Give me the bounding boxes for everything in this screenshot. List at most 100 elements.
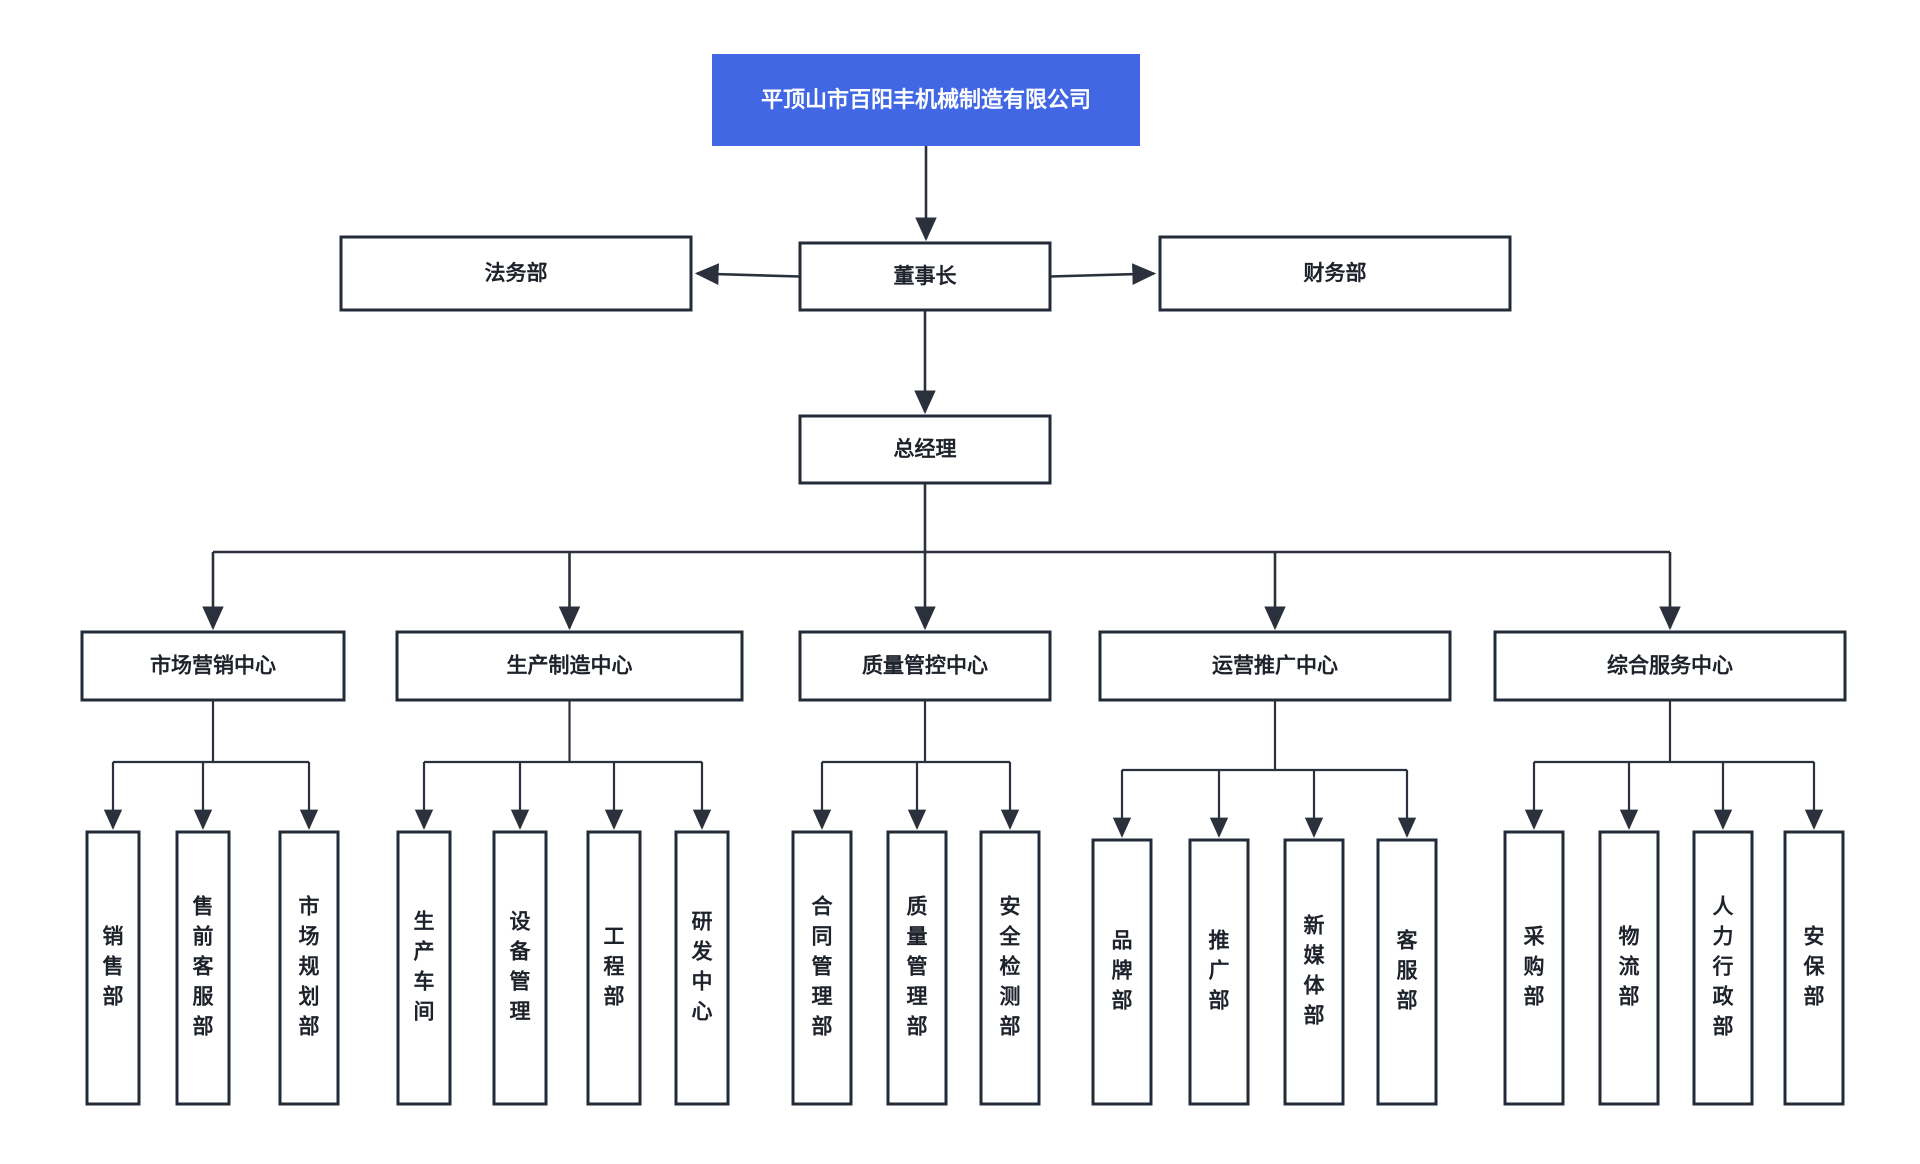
presales-service-dept-label-char: 服 (193, 986, 215, 1009)
quality-control-center-box (798, 630, 1052, 702)
node-engineering-dept[interactable]: 工程部 (586, 830, 642, 1106)
production-workshop-label-char: 生 (414, 910, 435, 934)
safety-inspection-dept-label-char: 检 (1000, 955, 1021, 979)
new-media-dept-label-char: 部 (1304, 1004, 1325, 1028)
market-planning-dept-label-char: 市 (299, 895, 320, 919)
company-box (712, 54, 1140, 146)
new-media-dept-label-char: 体 (1304, 975, 1326, 998)
sales-dept-label-char: 售 (103, 955, 124, 979)
promotion-dept-label-char: 推 (1209, 930, 1230, 953)
equipment-management-box (492, 830, 548, 1106)
security-dept-label-char: 部 (1804, 985, 1825, 1009)
contract-management-dept-label-char: 同 (812, 926, 833, 949)
quality-management-dept-label-char: 部 (907, 1015, 928, 1039)
node-finance-dept[interactable]: 财务部 (1158, 235, 1512, 312)
node-legal-dept[interactable]: 法务部 (339, 235, 693, 312)
logistics-dept-label-char: 流 (1619, 955, 1640, 979)
company-label: 平顶山市百阳丰机械制造有限公司 (761, 87, 1091, 112)
equipment-management-label-char: 备 (509, 940, 532, 964)
safety-inspection-dept-label-char: 部 (1000, 1015, 1021, 1039)
general-manager-box (798, 414, 1052, 485)
promotion-dept-label-char: 部 (1209, 989, 1230, 1013)
equipment-management-label-char: 设 (510, 911, 531, 934)
new-media-dept-label-char: 新 (1304, 914, 1325, 938)
node-logistics-dept[interactable]: 物流部 (1598, 830, 1660, 1106)
security-dept-label-char: 安 (1804, 925, 1825, 949)
procurement-dept-label-char: 采 (1524, 926, 1545, 949)
market-planning-dept-label-char: 规 (299, 956, 320, 979)
safety-inspection-dept-label-char: 全 (999, 925, 1022, 949)
chairman-box (798, 241, 1052, 312)
finance-dept-label: 财务部 (1304, 261, 1367, 285)
security-dept-label-char: 保 (1803, 956, 1826, 979)
node-customer-service-dept[interactable]: 客服部 (1376, 838, 1438, 1106)
node-manufacturing-center[interactable]: 生产制造中心 (395, 630, 744, 702)
node-operations-promotion-center[interactable]: 运营推广中心 (1098, 630, 1452, 702)
contract-management-dept-label-char: 理 (812, 986, 833, 1009)
quality-management-dept-label-char: 量 (907, 926, 928, 949)
hr-admin-dept-label-char: 力 (1713, 926, 1734, 949)
rnd-center-label-char: 中 (692, 971, 713, 994)
rnd-center-label-char: 研 (692, 911, 713, 934)
safety-inspection-dept-label-char: 安 (1000, 895, 1021, 919)
hr-admin-dept-label-char: 行 (1712, 955, 1734, 979)
operations-promotion-center-box (1098, 630, 1452, 702)
legal-dept-box (339, 235, 693, 312)
node-marketing-center[interactable]: 市场营销中心 (80, 630, 346, 702)
procurement-dept-label-char: 购 (1524, 955, 1545, 979)
production-workshop-box (396, 830, 452, 1106)
node-general-service-center[interactable]: 综合服务中心 (1493, 630, 1847, 702)
production-workshop-label-char: 产 (414, 940, 435, 964)
sales-dept-box (85, 830, 141, 1106)
customer-service-dept-box (1376, 838, 1438, 1106)
production-workshop-label-char: 车 (414, 970, 435, 994)
edge-chairman-to-legal (694, 263, 801, 285)
node-promotion-dept[interactable]: 推广部 (1188, 838, 1250, 1106)
node-general-manager[interactable]: 总经理 (798, 414, 1052, 485)
engineering-dept-box (586, 830, 642, 1106)
root-company-box[interactable]: 平顶山市百阳丰机械制造有限公司 (712, 54, 1140, 146)
logistics-dept-label-char: 部 (1619, 985, 1640, 1009)
operations-promotion-center-label: 运营推广中心 (1212, 654, 1338, 678)
node-brand-dept[interactable]: 品牌部 (1091, 838, 1153, 1106)
node-chairman[interactable]: 董事长 (798, 241, 1052, 312)
node-procurement-dept[interactable]: 采购部 (1503, 830, 1565, 1106)
contract-management-dept-box (791, 830, 853, 1106)
brand-dept-label-char: 品 (1112, 930, 1133, 953)
quality-management-dept-box (886, 830, 948, 1106)
general-manager-label: 总经理 (894, 437, 957, 461)
engineering-dept-label-char: 部 (604, 985, 625, 1009)
sales-dept-label-char: 销 (103, 925, 124, 949)
node-sales-dept[interactable]: 销售部 (85, 830, 141, 1106)
brand-dept-label-char: 牌 (1112, 959, 1133, 983)
market-planning-dept-label-char: 场 (299, 926, 320, 949)
connector-edges (103, 146, 1824, 838)
node-quality-control-center[interactable]: 质量管控中心 (798, 630, 1052, 702)
node-security-dept[interactable]: 安保部 (1783, 830, 1845, 1106)
market-planning-dept-label-char: 部 (299, 1015, 320, 1039)
brand-dept-box (1091, 838, 1153, 1106)
security-dept-box (1783, 830, 1845, 1106)
general-service-center-label: 综合服务中心 (1607, 654, 1733, 678)
finance-dept-box (1158, 235, 1512, 312)
manufacturing-center-box (395, 630, 744, 702)
production-workshop-label-char: 间 (414, 1001, 435, 1024)
logistics-dept-label-char: 物 (1619, 925, 1640, 949)
sales-dept-label-char: 部 (103, 985, 124, 1009)
manufacturing-center-label: 生产制造中心 (507, 654, 633, 678)
quality-management-dept-label-char: 管 (907, 955, 928, 979)
marketing-center-box (80, 630, 346, 702)
quality-management-dept-label-char: 理 (907, 986, 928, 1009)
safety-inspection-dept-box (979, 830, 1041, 1106)
